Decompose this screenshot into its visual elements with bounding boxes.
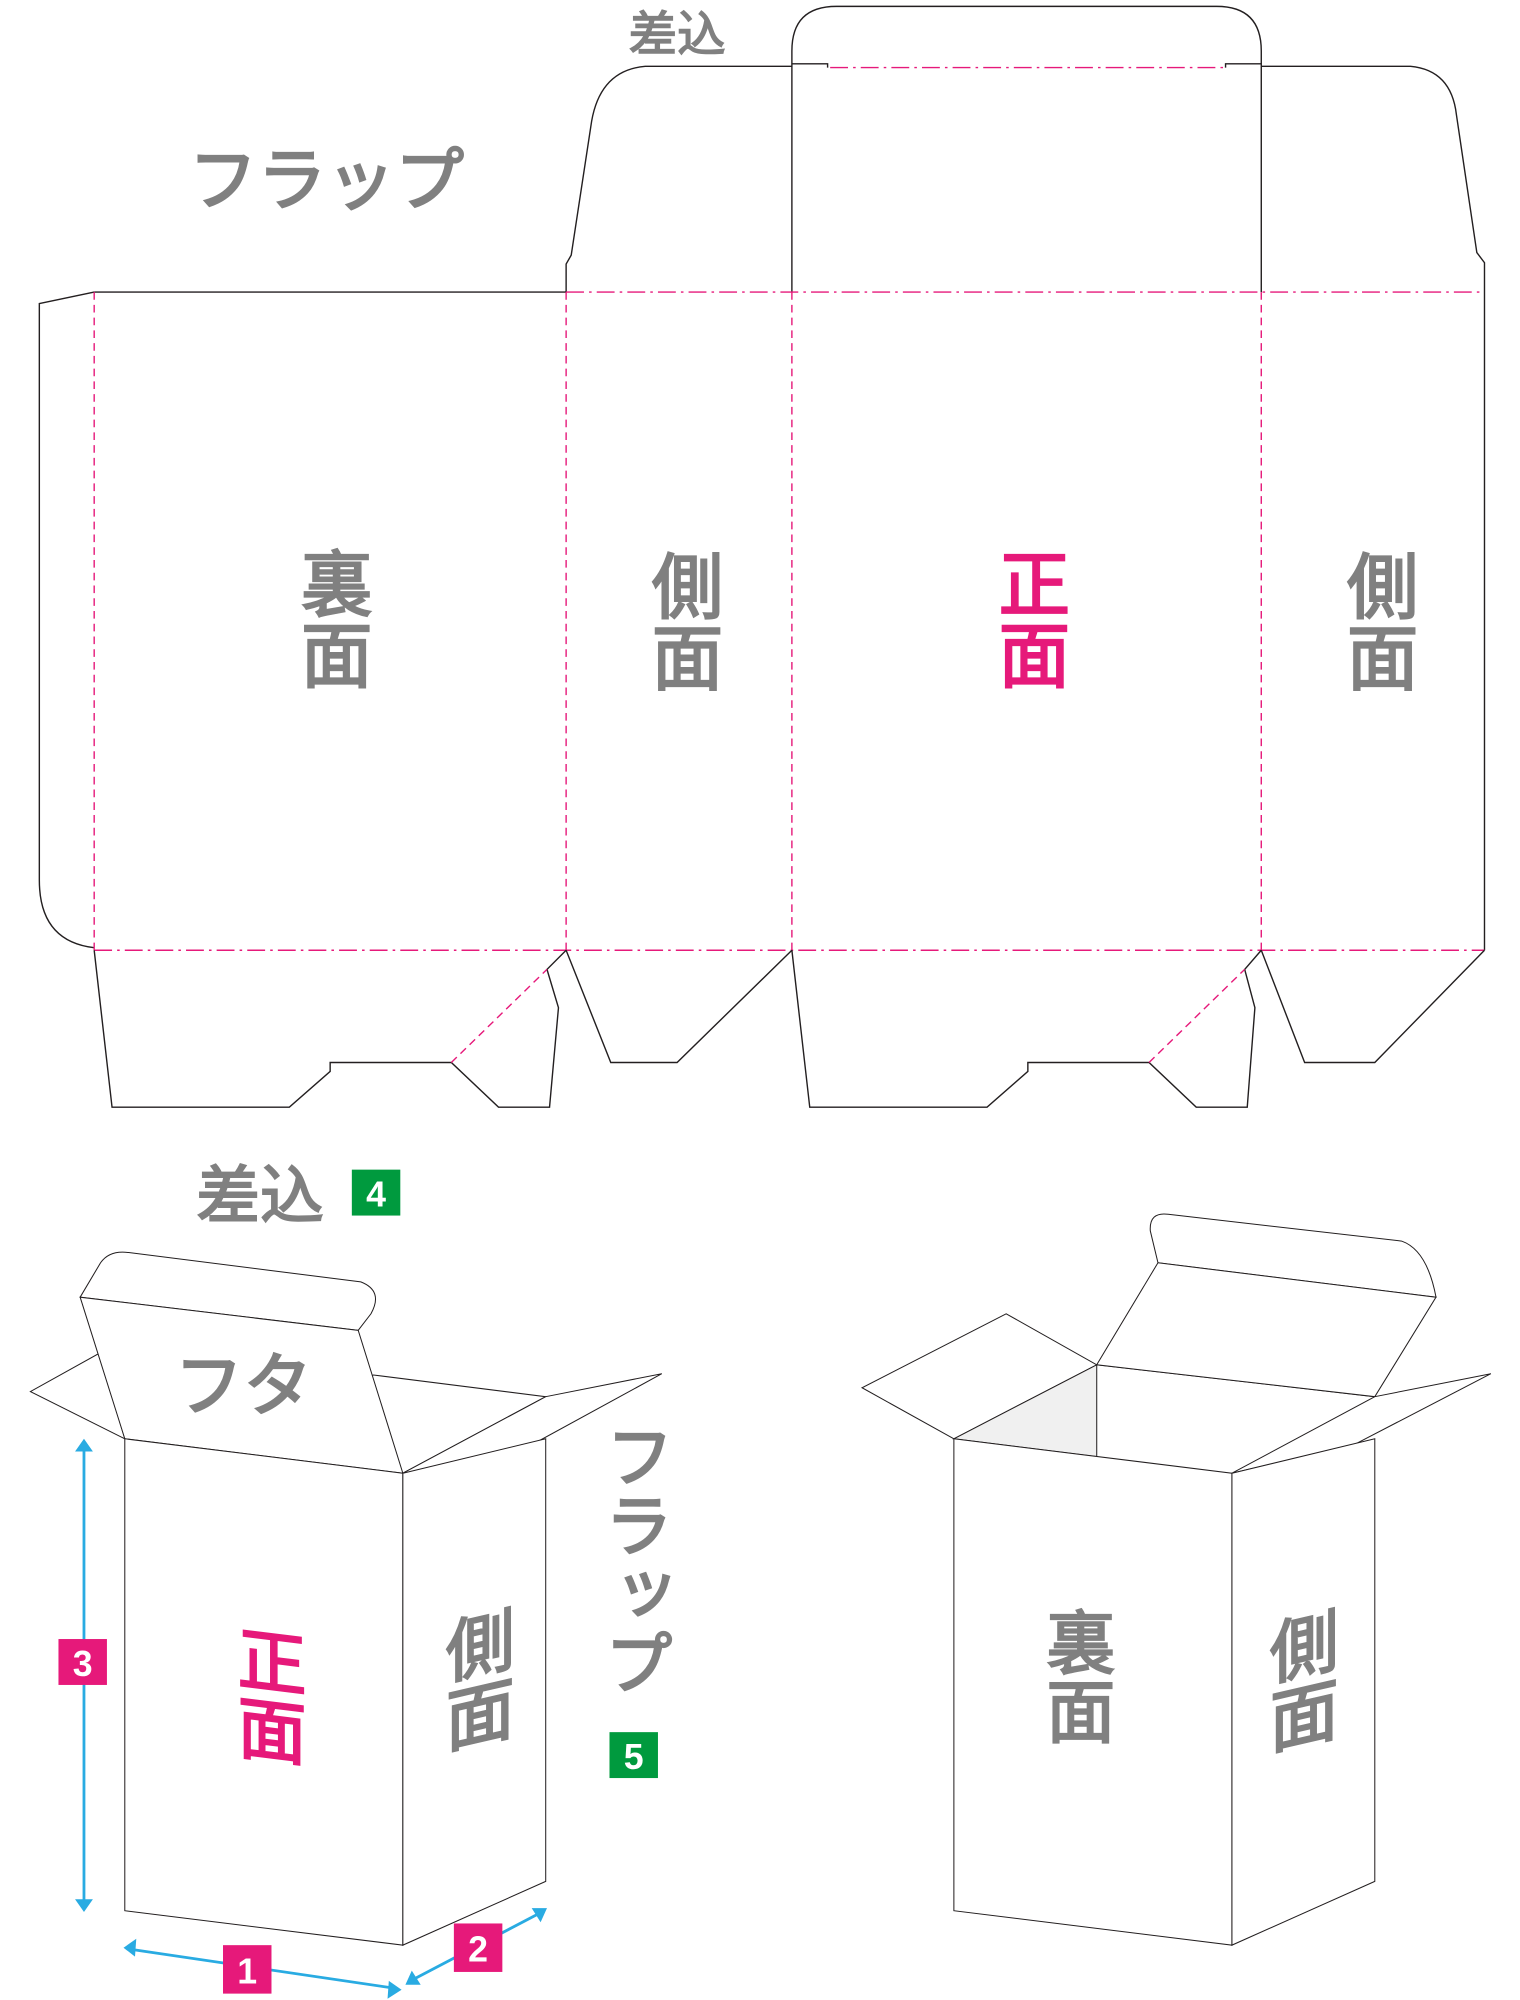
tuck-tab	[79, 1251, 377, 1331]
lid-label: フタ	[175, 1346, 313, 1426]
flap-badge-number: 5	[624, 1737, 644, 1777]
front-face-label: 正面	[225, 1621, 305, 1769]
back-bottom-diagonal-fold	[450, 968, 548, 1064]
tuck-label: 差込	[196, 1160, 324, 1234]
lid	[1095, 1262, 1437, 1398]
front-bottom-diagonal-fold	[1148, 968, 1246, 1064]
front-bottom-flap	[791, 949, 1262, 1108]
tuck-badge	[351, 1169, 401, 1216]
side-face-label: 側面	[434, 1602, 515, 1758]
height-dimension: 3	[58, 1438, 107, 1912]
side-face	[1231, 1438, 1376, 1946]
side-bottom-flap-left	[565, 949, 793, 1064]
left-dust-flap	[565, 65, 792, 293]
depth-dimension: 2	[405, 1908, 547, 1985]
right-dust-flap	[1261, 65, 1486, 951]
tuck-lid	[791, 5, 1262, 293]
height-badge	[58, 1639, 107, 1685]
back-bottom-flap	[93, 949, 567, 1108]
tuck-notch-right	[1224, 63, 1262, 68]
width-badge	[223, 1945, 272, 1994]
tuck-tab	[1149, 1213, 1437, 1298]
tuck-badge-number: 4	[366, 1175, 386, 1215]
depth-badge	[453, 1923, 503, 1972]
height-badge-number: 3	[73, 1644, 93, 1684]
front-panel-label: 正面	[986, 547, 1069, 690]
dieline: 差込 フラップ 裏面 側面 正面 側面	[38, 5, 1486, 1108]
box-back-view: 裏面 側面	[860, 1213, 1492, 1946]
flap-badge	[609, 1732, 658, 1779]
tuck-label: 差込	[629, 7, 726, 63]
width-badge-number: 1	[237, 1951, 257, 1991]
glue-flap	[38, 291, 95, 949]
side-panel-right-label: 側面	[1335, 550, 1420, 693]
side-panel-left-label: 側面	[639, 550, 724, 693]
box-front-view: 差込 4 フタ フラップ 5 正面 側面 3 1	[29, 1160, 672, 1999]
back-face-label: 裏面	[1034, 1607, 1115, 1745]
side-bottom-flap-right	[1260, 949, 1485, 1064]
flap-label: フラップ	[592, 1421, 672, 1696]
tuck-notch-left	[791, 63, 829, 68]
side-face-label: 側面	[1258, 1603, 1339, 1759]
flap-label: フラップ	[189, 141, 465, 221]
depth-badge-number: 2	[468, 1930, 488, 1970]
width-dimension: 1	[123, 1938, 402, 1999]
side-face	[402, 1438, 547, 1946]
back-panel-label: 裏面	[289, 547, 373, 690]
